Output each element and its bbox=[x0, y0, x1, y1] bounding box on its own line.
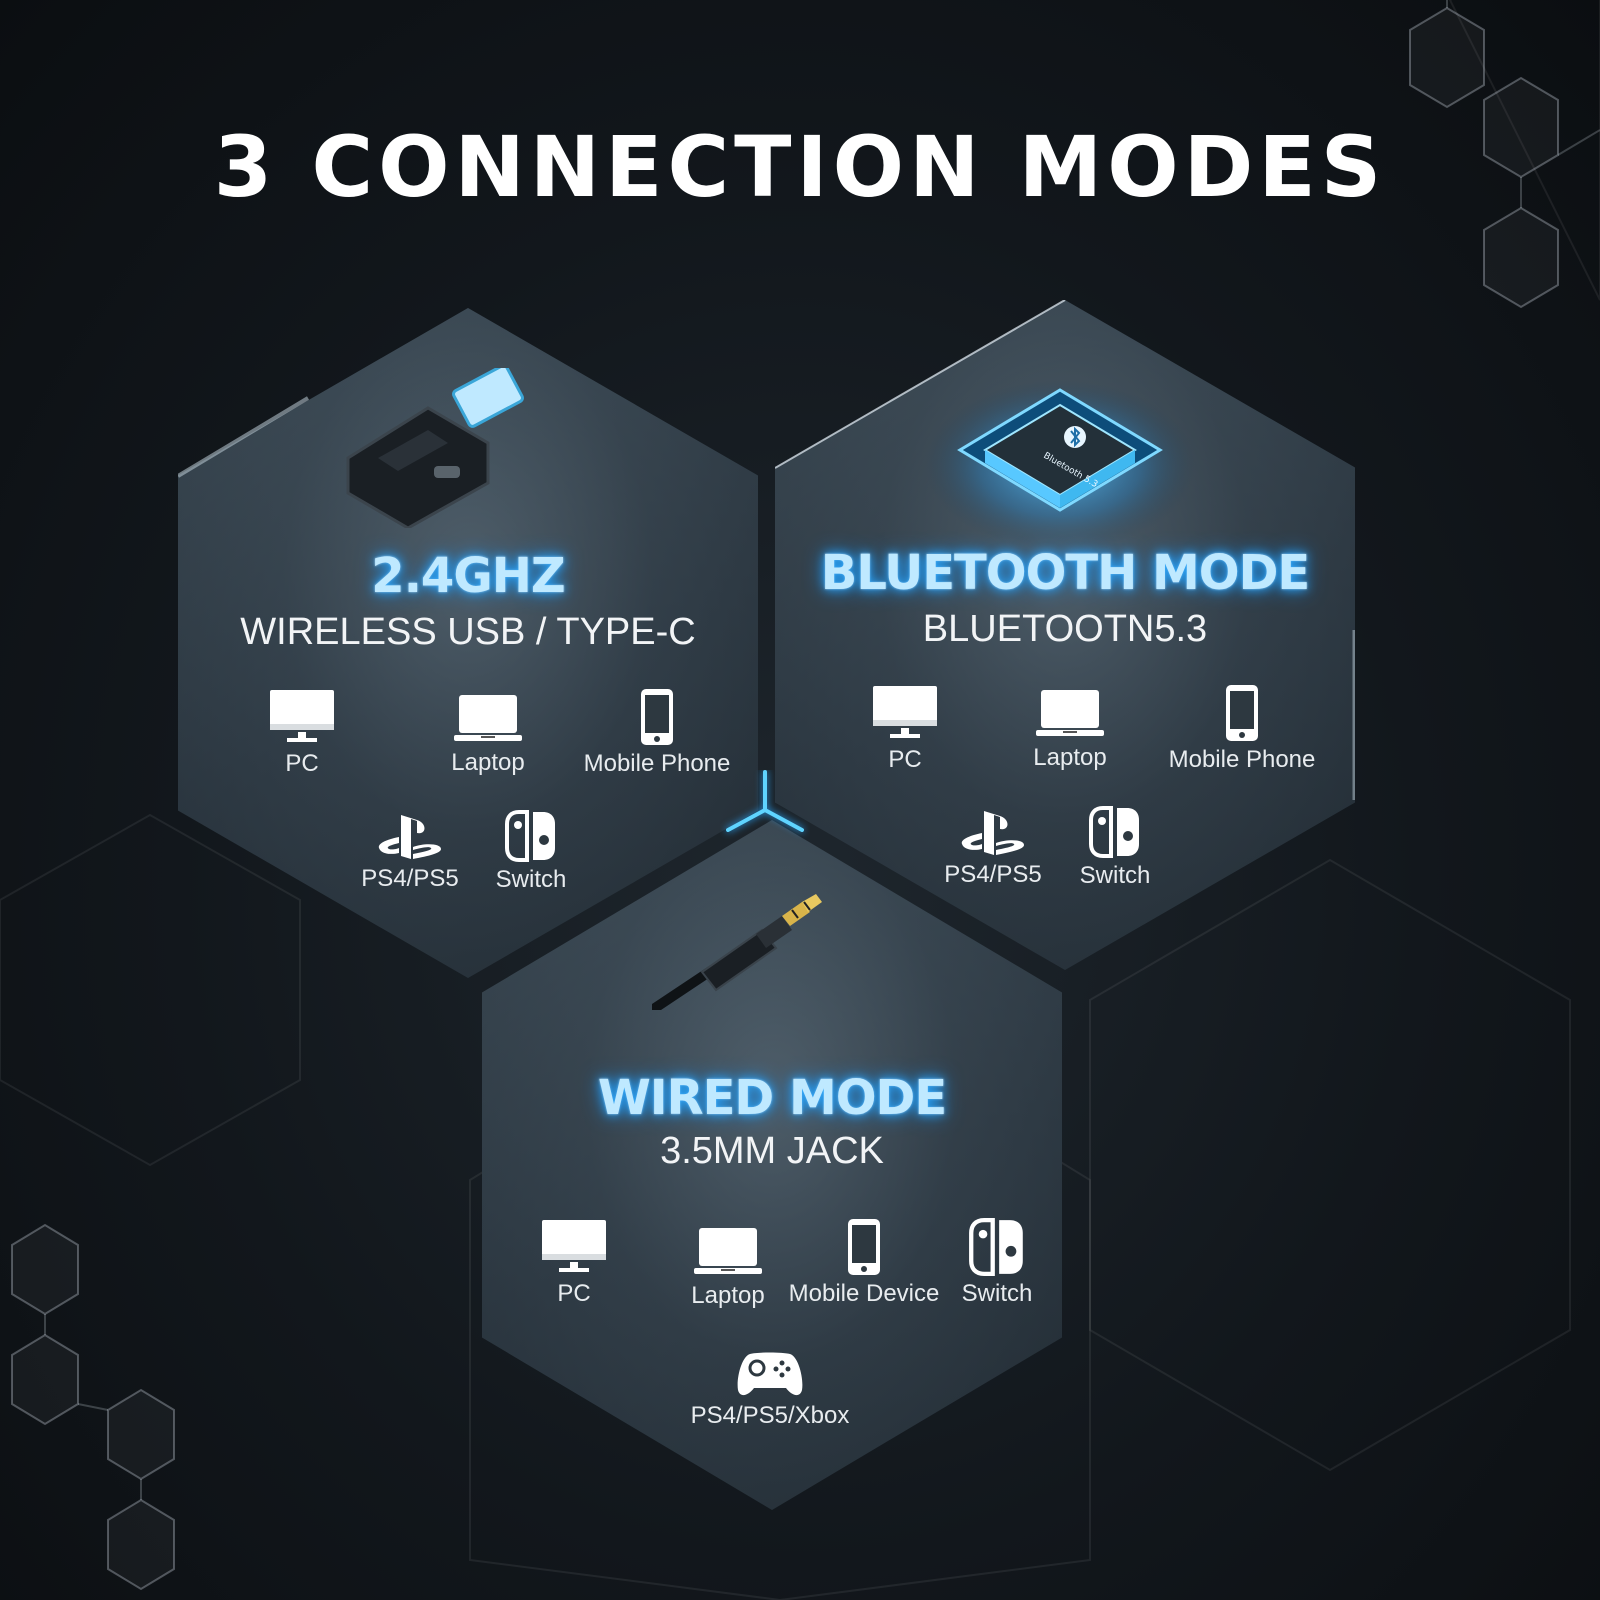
usb-dongle-icon bbox=[346, 368, 524, 528]
device-label: Mobile Phone bbox=[1168, 746, 1316, 773]
device-label: PS4/PS5/Xbox bbox=[690, 1402, 850, 1429]
device-label: Switch bbox=[495, 866, 567, 893]
device-mobile-phone: Mobile Phone bbox=[577, 688, 737, 778]
bluetooth-chip-icon: Bluetooth 5.3 bbox=[925, 380, 1195, 550]
laptop-icon bbox=[1036, 690, 1104, 736]
phone-icon bbox=[641, 689, 673, 745]
device-laptop: Laptop bbox=[648, 1226, 808, 1310]
page-title: 3 CONNECTION MODES bbox=[213, 118, 1387, 216]
monitor-icon bbox=[873, 686, 937, 738]
audio-jack-icon bbox=[652, 894, 822, 1010]
device-mobile-device: Mobile Device bbox=[784, 1218, 944, 1308]
monitor-icon bbox=[542, 1220, 606, 1272]
device-switch: Switch bbox=[1035, 806, 1195, 890]
mode-card-bluetooth: Bluetooth 5.3 BLUETOOTH MODE BLUETOOTN5.… bbox=[775, 300, 1355, 970]
phone-icon bbox=[848, 1219, 880, 1275]
device-label: PC bbox=[888, 746, 922, 773]
laptop-icon bbox=[454, 695, 522, 741]
junction-glow-icon bbox=[726, 770, 804, 832]
laptop-icon bbox=[694, 1228, 762, 1274]
device-laptop: Laptop bbox=[408, 693, 568, 777]
device-label: Laptop bbox=[1033, 744, 1107, 771]
device-label: Switch bbox=[1079, 862, 1151, 889]
device-mobile-phone: Mobile Phone bbox=[1162, 684, 1322, 774]
device-pc: PC bbox=[825, 684, 985, 774]
device-label: PS4/PS5 bbox=[944, 861, 1042, 888]
switch-icon bbox=[1089, 806, 1139, 858]
gamepad-icon bbox=[737, 1352, 803, 1396]
device-ps4-ps5: PS4/PS5 bbox=[330, 813, 490, 893]
device-label: Mobile Phone bbox=[583, 750, 731, 777]
device-label: Laptop bbox=[691, 1282, 765, 1309]
mode-title: 2.4GHZ bbox=[371, 548, 565, 604]
device-label: PS4/PS5 bbox=[361, 865, 459, 892]
device-switch: Switch bbox=[917, 1218, 1077, 1308]
switch-icon bbox=[969, 1218, 1023, 1276]
device-switch: Switch bbox=[451, 810, 611, 894]
phone-icon bbox=[1226, 685, 1258, 741]
playstation-icon bbox=[378, 815, 441, 859]
hex-edge-highlight bbox=[178, 396, 310, 478]
playstation-icon bbox=[961, 811, 1024, 855]
mode-subtitle: 3.5MM JACK bbox=[660, 1130, 884, 1172]
device-label: Switch bbox=[961, 1280, 1033, 1307]
mode-subtitle: BLUETOOTN5.3 bbox=[922, 608, 1208, 650]
device-label: Laptop bbox=[451, 749, 525, 776]
mode-title: WIRED MODE bbox=[597, 1070, 947, 1126]
device-label: PC bbox=[557, 1280, 591, 1307]
device-ps4-ps5: PS4/PS5 bbox=[913, 809, 1073, 889]
mode-title: BLUETOOTH MODE bbox=[820, 545, 1310, 601]
switch-icon bbox=[505, 810, 555, 862]
mode-card-wired: WIRED MODE 3.5MM JACK PC Laptop Mobile D… bbox=[482, 820, 1062, 1510]
device-laptop: Laptop bbox=[990, 688, 1150, 772]
mode-subtitle: WIRELESS USB / TYPE-C bbox=[240, 611, 696, 653]
device-label: Mobile Device bbox=[788, 1280, 940, 1307]
device-pc: PC bbox=[494, 1218, 654, 1308]
mode-card-2-4ghz: 2.4GHZ WIRELESS USB / TYPE-C PC Laptop M… bbox=[178, 308, 758, 978]
hex-edge-highlight bbox=[775, 300, 1355, 800]
monitor-icon bbox=[270, 690, 334, 742]
device-label: PC bbox=[285, 750, 319, 777]
device-pc: PC bbox=[222, 688, 382, 778]
device-ps4-ps5-xbox: PS4/PS5/Xbox bbox=[670, 1350, 870, 1430]
